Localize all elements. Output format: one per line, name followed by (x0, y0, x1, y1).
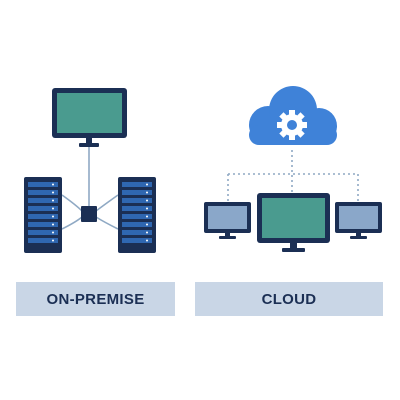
cloud-label: CLOUD (195, 282, 383, 316)
right-rack-link-1 (95, 194, 119, 212)
server-rack-icon (24, 177, 62, 253)
left-rack-link-2 (61, 216, 83, 230)
left-rack-link-1 (61, 194, 83, 212)
cloud-gear-icon (249, 86, 337, 145)
on-premise-label: ON-PREMISE (16, 282, 175, 316)
switch-hub-icon (81, 206, 97, 222)
right-rack-link-2 (95, 216, 119, 230)
gear-icon (277, 110, 307, 140)
monitor-icon (335, 202, 382, 239)
monitor-icon (257, 193, 330, 252)
server-rack-icon (118, 177, 156, 253)
on-premise-connectors (61, 146, 119, 230)
on-premise-section (24, 88, 156, 253)
monitor-icon (52, 88, 127, 147)
cloud-section (204, 86, 382, 252)
monitor-icon (204, 202, 251, 239)
cloud-connectors (227, 150, 359, 202)
